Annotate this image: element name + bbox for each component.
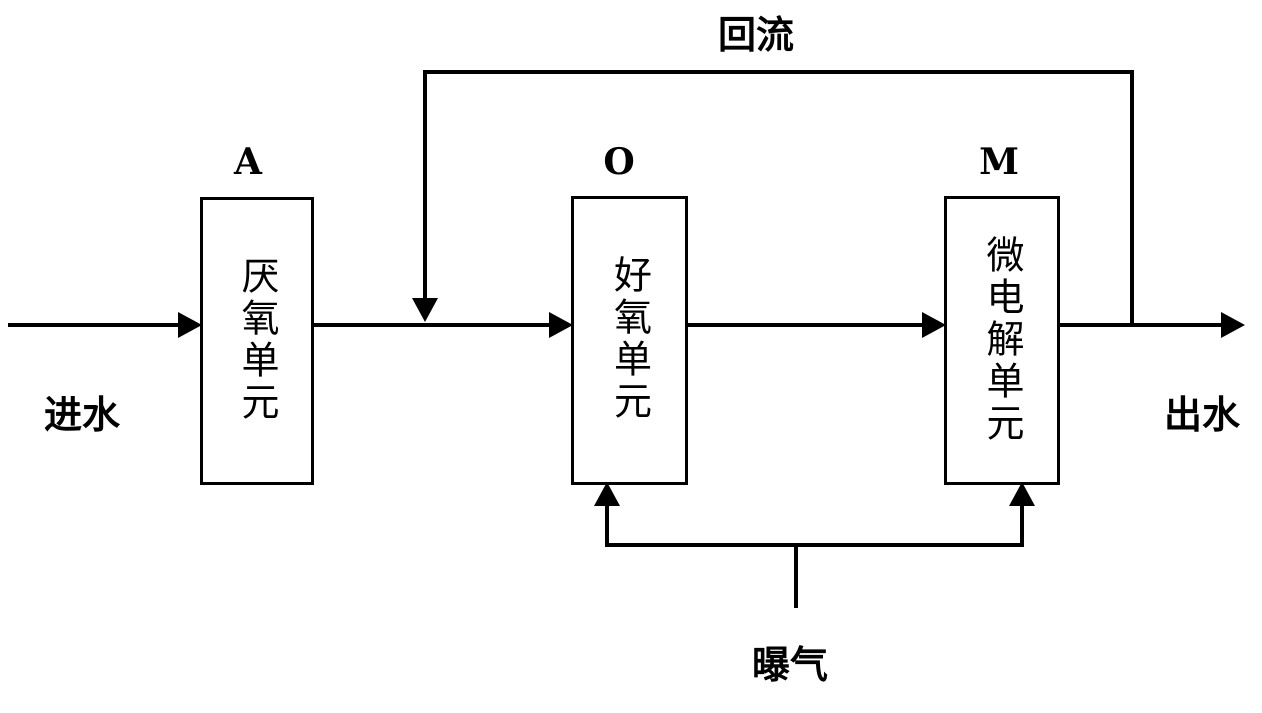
unit-o-letter: O (603, 141, 635, 183)
reflux-label: 回流 (718, 13, 795, 57)
micro-electrolysis-unit-label: 微电解单元 (980, 235, 1024, 445)
reflux-line (423, 70, 1134, 325)
unit-m-letter: M (979, 141, 1019, 183)
aeration-arrowhead-m (1009, 482, 1035, 506)
aeration-label: 曝气 (752, 643, 829, 687)
outlet-arrowhead (1221, 312, 1245, 338)
aerobic-unit-label: 好氧单元 (607, 255, 652, 423)
anaerobic-unit-box: 厌氧单元 (200, 197, 314, 485)
aeration-arrowhead-o (594, 482, 620, 506)
o-to-m-arrowhead (922, 312, 946, 338)
outlet-label: 出水 (1164, 393, 1241, 437)
aeration-distribution-line (605, 502, 1024, 547)
inlet-arrowhead (178, 312, 202, 338)
aerobic-unit-box: 好氧单元 (571, 196, 688, 485)
a-to-o-arrowhead (549, 312, 573, 338)
inlet-label: 进水 (44, 393, 121, 437)
reflux-arrowhead (412, 298, 438, 322)
micro-electrolysis-unit-box: 微电解单元 (944, 196, 1060, 485)
anaerobic-unit-label: 厌氧单元 (235, 256, 279, 424)
unit-a-letter: A (234, 141, 262, 183)
